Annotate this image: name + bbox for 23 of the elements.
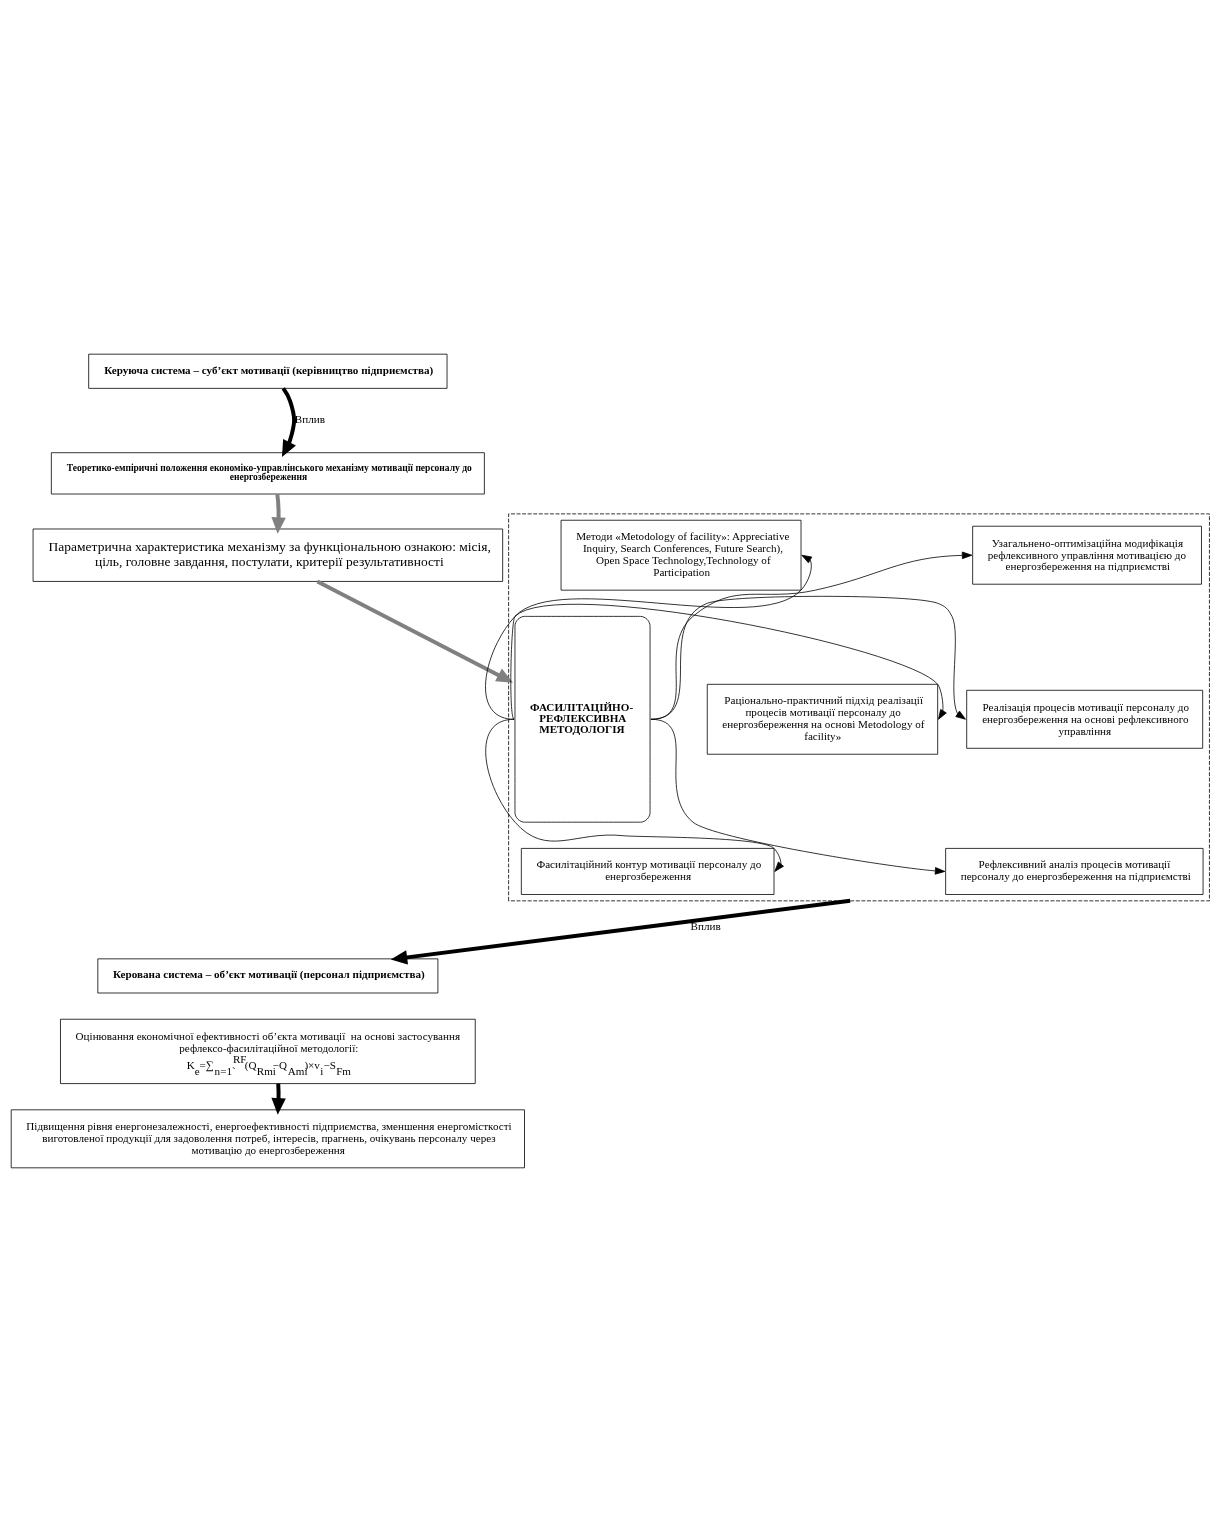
arrow (271, 493, 286, 534)
node-box: Узагальнено-оптимізаційна модифікація рефлексивного управління мотивацією до енергозбереження на підприємстві (972, 525, 1202, 585)
node-box: Фасилітаційний контур мотивації персоналу до енергозбереження (520, 847, 775, 895)
arrow (390, 898, 851, 964)
arrow (281, 386, 297, 457)
node-box: Реалізація процесів мотивації персоналу до енергозбереження на основі рефлексивного управління (966, 689, 1204, 749)
node-box: Підвищення рівня енергонезалежності, енергоефективності підприємства, зменшення енергомісткості виготовленої продукції для задоволення потреб, інтересів, прагнень, очікувань персоналу через мотивацію до енергозбереження (10, 1108, 525, 1168)
arrow (316, 579, 513, 683)
node-box: Параметрична характеристика механізму за функціональною ознакою: місія, ціль, головне завдання, постулати, критерії результативності (32, 528, 504, 582)
node-box: Керована система – об’єкт мотивації (персонал підприємства) (97, 957, 439, 993)
arrow (485, 554, 813, 720)
arrow (485, 718, 784, 872)
node-box: Раціонально-практичний підхід реалізації процесів мотивації персоналу до енергозбереження на основі Metodology of facility» (706, 683, 939, 755)
node-box: Методи «Metodology of facility»: Appreciative Inquiry, Search Conferences, Future Search), Open Space Technology,Technology of Participation (560, 519, 802, 591)
arrow (510, 603, 947, 720)
arrow (650, 551, 973, 720)
node-box: Рефлексивний аналіз процесів мотивації персоналу до енергозбереження на підприємстві (945, 847, 1204, 895)
node-box: ФАСИЛІТАЦІЙНО-РЕФЛЕКСИВНА МЕТОДОЛОГІЯ (514, 615, 651, 823)
node-box: Теоретико-емпіричні положення економіко-управлінського механізму мотивації персоналу до енергозбереження (50, 451, 485, 494)
arrow (650, 718, 946, 875)
arrow (650, 595, 966, 720)
edge-label: Вплив (690, 919, 721, 932)
node-box: Керуюча система – суб’єкт мотивації (керівництво підприємства) (88, 353, 448, 389)
